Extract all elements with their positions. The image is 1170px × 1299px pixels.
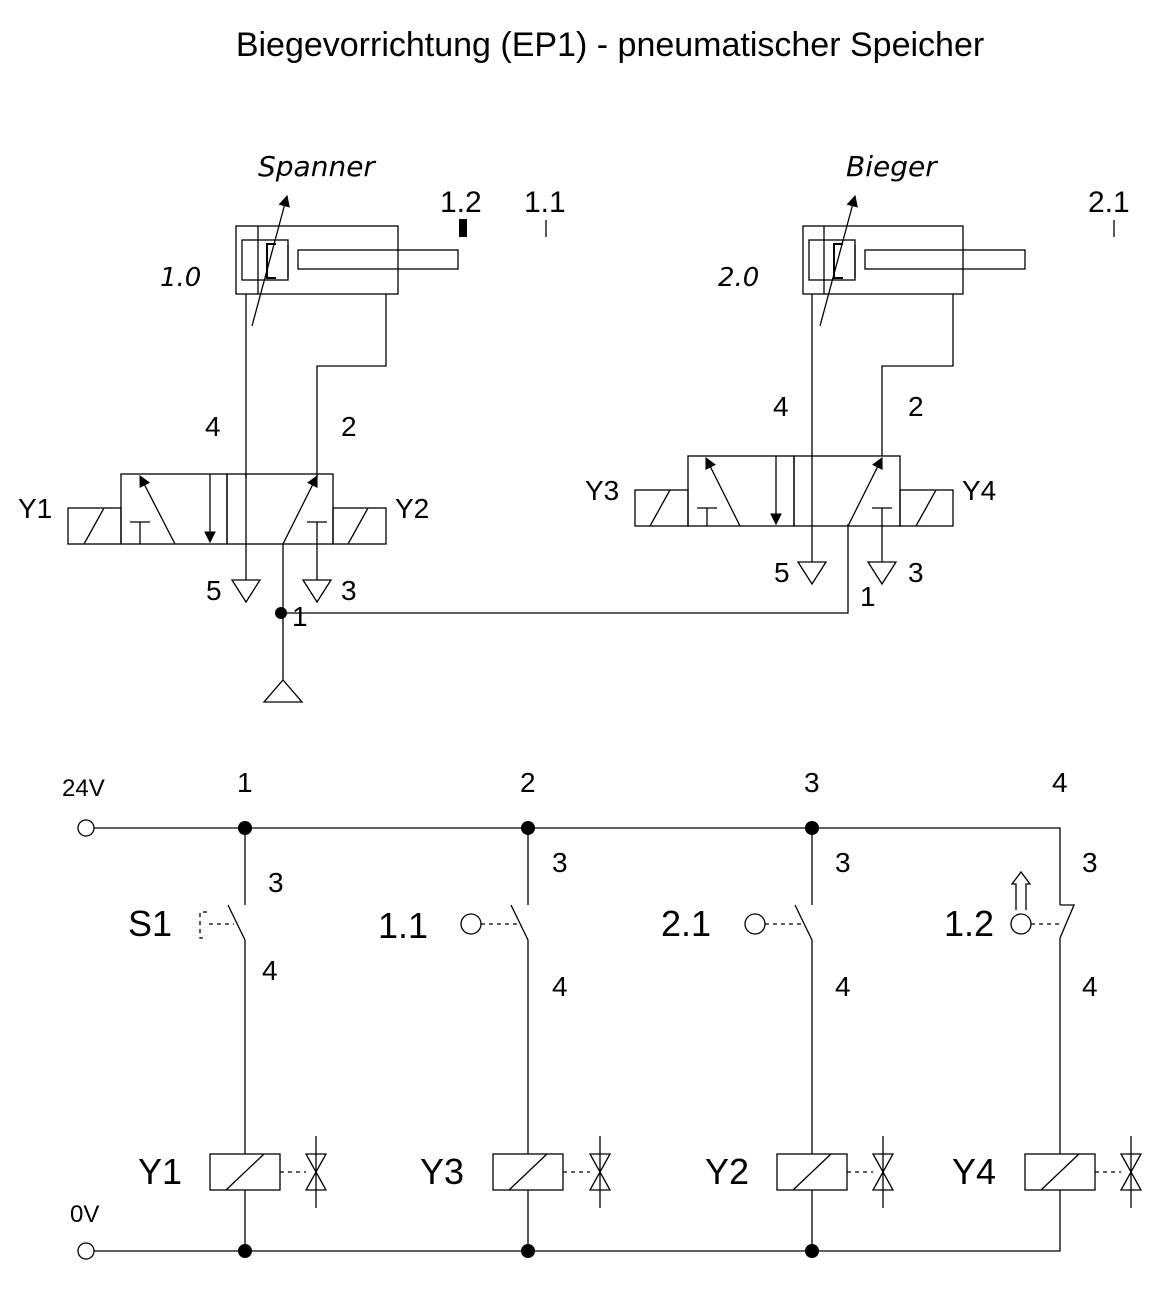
supply-0v-label: 0V <box>70 1201 99 1228</box>
column-2-terminal-top: 3 <box>552 847 568 878</box>
sensor-label-1-2: 1.2 <box>440 186 482 219</box>
column-1-contact-label: S1 <box>128 903 172 944</box>
pipe-supply-valve-2 <box>281 524 849 614</box>
valve-1 <box>67 473 387 604</box>
cylinder-2-name: Bieger <box>846 150 938 183</box>
sensor-label-2-1: 2.1 <box>1088 186 1130 219</box>
column-3-terminal-top: 3 <box>835 847 851 878</box>
cylinder-2-id: 2.0 <box>718 263 759 293</box>
valve-2 <box>634 455 954 586</box>
column-3-number: 3 <box>804 767 820 798</box>
valve-1-port-1: 1 <box>292 601 308 632</box>
column-4-terminal-top: 3 <box>1082 847 1098 878</box>
column-3-coil-label: Y2 <box>705 1151 749 1192</box>
supply-24v-label: 24V <box>62 775 105 802</box>
supply-0v-terminal <box>77 1242 95 1260</box>
pipe-cyl1-port2 <box>316 294 387 478</box>
column-2-coil-label: Y3 <box>420 1151 464 1192</box>
cylinder-1 <box>235 194 459 327</box>
rail-24v <box>94 827 1061 905</box>
sensor-mark-1-2 <box>459 219 467 237</box>
column-4-contact-label: 1.2 <box>944 903 994 944</box>
cylinder-2 <box>802 194 1026 327</box>
valve-2-port-5: 5 <box>774 557 790 588</box>
diagram-title: Biegevorrichtung (EP1) - pneumatischer S… <box>236 26 984 64</box>
pipe-cyl2-port2 <box>881 294 954 456</box>
supply-24v-terminal <box>77 819 95 837</box>
valve-1-port-3: 3 <box>341 575 357 606</box>
column-1-terminal-top: 3 <box>268 867 284 898</box>
valve-1-port-2: 2 <box>341 411 357 442</box>
column-1-terminal-bottom: 4 <box>262 955 278 986</box>
sensor-label-1-1: 1.1 <box>524 186 566 219</box>
electrical-column-1 <box>199 821 328 1258</box>
valve-1-coil-left: Y1 <box>18 493 52 524</box>
valve-2-coil-right: Y4 <box>962 475 996 506</box>
column-4-coil-label: Y4 <box>952 1151 996 1192</box>
column-1-coil-label: Y1 <box>138 1151 182 1192</box>
valve-2-port-3: 3 <box>908 557 924 588</box>
column-2-number: 2 <box>520 767 536 798</box>
column-3-contact-label: 2.1 <box>661 903 711 944</box>
valve-2-coil-left: Y3 <box>585 475 619 506</box>
rail-0v <box>94 1190 1061 1252</box>
valve-2-port-1: 1 <box>860 581 876 612</box>
cylinder-1-name: Spanner <box>258 150 376 183</box>
valve-2-port-2: 2 <box>908 391 924 422</box>
cylinder-1-id: 1.0 <box>160 263 201 293</box>
valve-1-port-5: 5 <box>206 575 222 606</box>
valve-1-coil-right: Y2 <box>395 493 429 524</box>
column-2-contact-label: 1.1 <box>378 905 428 946</box>
column-4-terminal-bottom: 4 <box>1082 971 1098 1002</box>
column-3-terminal-bottom: 4 <box>835 971 851 1002</box>
column-2-terminal-bottom: 4 <box>552 971 568 1002</box>
valve-1-port-4: 4 <box>205 411 221 442</box>
column-1-number: 1 <box>237 767 253 798</box>
column-4-number: 4 <box>1052 767 1068 798</box>
electrical-column-4 <box>1010 870 1143 1208</box>
electrical-column-3 <box>744 821 895 1258</box>
pressure-source-symbol <box>262 679 304 703</box>
valve-2-port-4: 4 <box>773 391 789 422</box>
electrical-column-2 <box>460 821 612 1258</box>
